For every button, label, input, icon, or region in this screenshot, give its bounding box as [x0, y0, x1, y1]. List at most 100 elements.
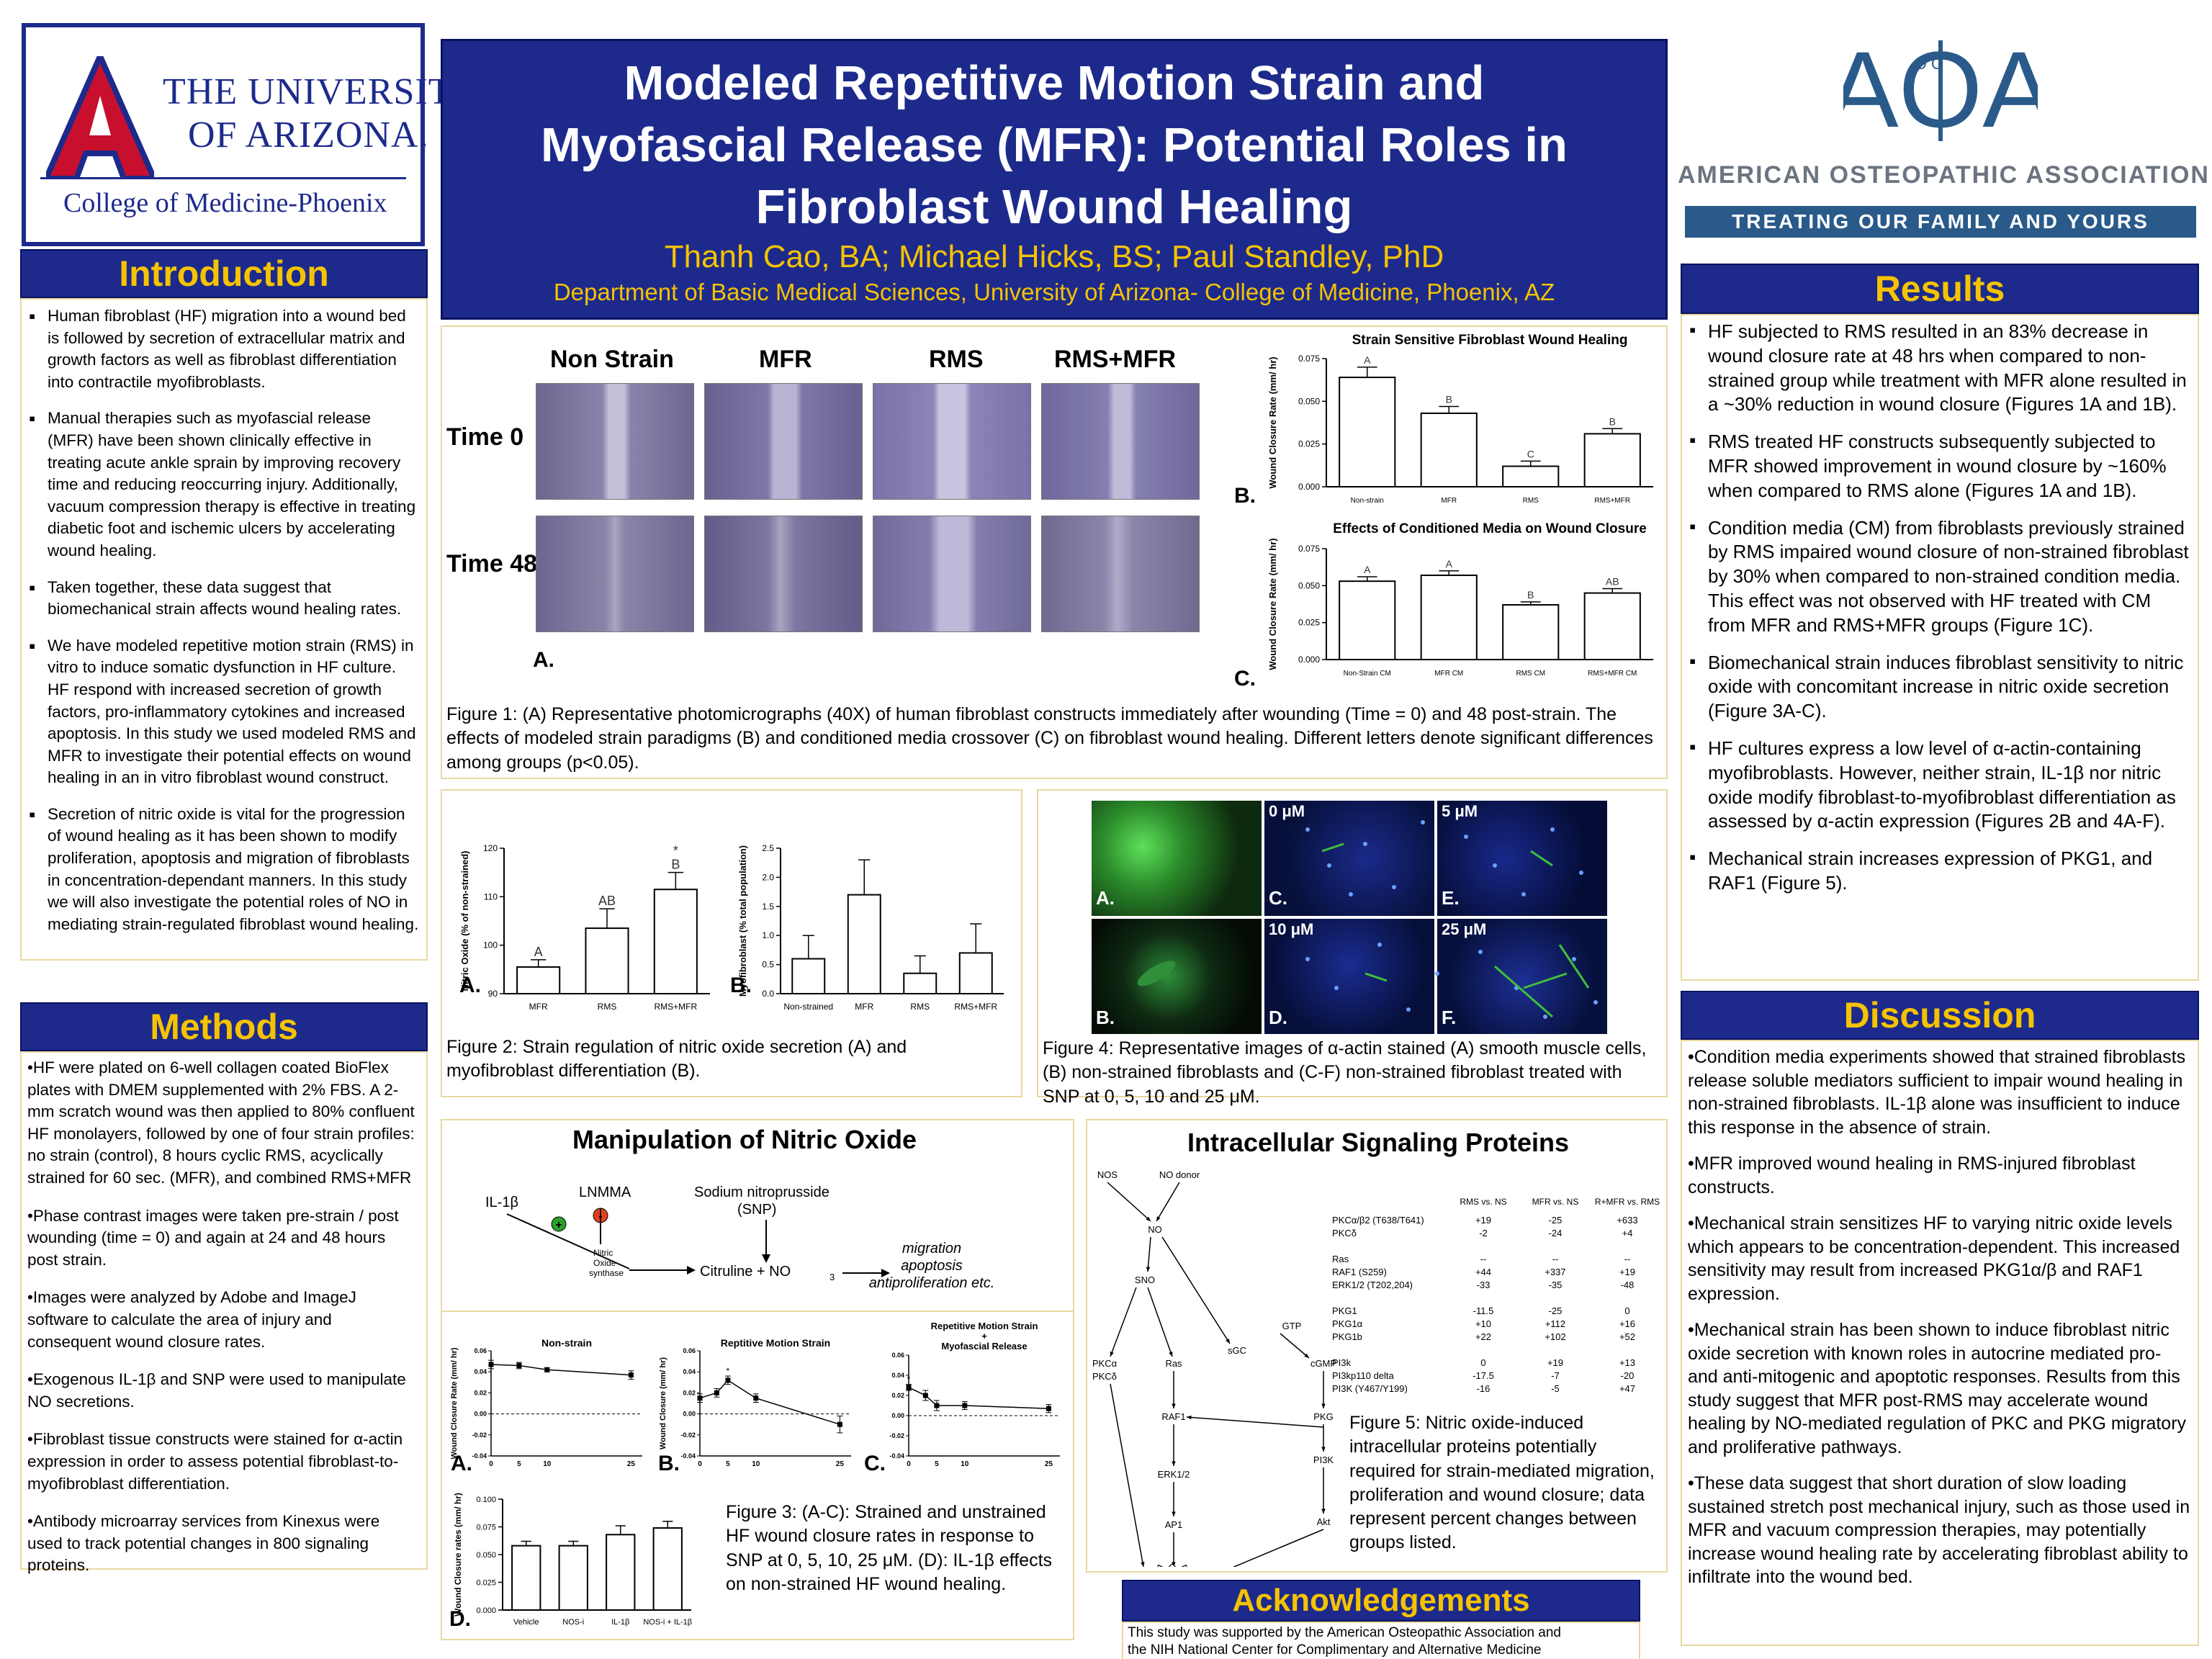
fibroblast-cell — [1137, 961, 1176, 986]
y-tick-label: 0.06 — [474, 1347, 487, 1354]
y-tick-label: 0.025 — [1298, 439, 1320, 449]
data-point — [628, 1372, 634, 1378]
table-header-spacer — [1332, 1197, 1447, 1207]
table-row: PI3kp110 delta-17.5-7-20 — [1332, 1370, 1663, 1382]
table-cell: +633 — [1617, 1215, 1638, 1226]
table-cell: +16 — [1619, 1318, 1636, 1329]
table-cell — [1447, 1240, 1519, 1253]
nucleus-dot — [1305, 827, 1310, 832]
table-cell: PKCδ — [1332, 1228, 1357, 1238]
table-cell — [1447, 1344, 1519, 1357]
alpha-actin-nonstrained-image — [1092, 919, 1262, 1034]
citruline-label: Citruline + NO — [700, 1264, 791, 1280]
table-row — [1332, 1344, 1663, 1357]
actin-fiber — [1530, 850, 1553, 867]
arrowhead — [881, 1269, 890, 1277]
nucleus-dot — [1406, 1007, 1411, 1012]
y-tick-label: 0.075 — [476, 1524, 496, 1532]
y-tick-label: 0.050 — [1298, 396, 1320, 406]
methods-paragraph: •Fibroblast tissue constructs were stain… — [27, 1430, 403, 1493]
node-gtp: GTP — [1282, 1321, 1302, 1331]
table-cell: +44 — [1475, 1267, 1492, 1277]
methods-paragraph: •Antibody microarray services from Kinex… — [27, 1512, 380, 1575]
node-ap1: AP1 — [1165, 1519, 1183, 1530]
x-tick-label: RMS+MFR — [954, 1002, 997, 1012]
methods-paragraph: •Exogenous IL-1β and SNP were used to ma… — [27, 1370, 406, 1411]
arrowhead — [1172, 1403, 1176, 1408]
table-cell: PI3K (Y467/Y199) — [1332, 1383, 1408, 1394]
data-point — [725, 1377, 731, 1383]
arrowhead — [1156, 1216, 1161, 1221]
significance-letter: B — [1609, 415, 1616, 427]
results-bullet: HF cultures express a low level of α-act… — [1688, 735, 2189, 834]
fig3-panel-d-label: D. — [449, 1607, 471, 1631]
acknowledgements-panel: This study was supported by the American… — [1122, 1622, 1640, 1659]
nucleus-dot — [1543, 1015, 1547, 1019]
bar — [606, 1534, 636, 1611]
y-tick-label: 110 — [484, 891, 498, 902]
il1b-label: IL-1β — [485, 1195, 518, 1210]
y-tick-label: 0.050 — [1298, 580, 1320, 590]
micrograph-rms-t48 — [873, 516, 1031, 632]
bar — [653, 889, 698, 994]
actin-fiber — [1558, 944, 1590, 989]
y-axis-label: Wound Closure (mm/ hr) — [659, 1357, 667, 1449]
table-row: PKCδ-2-24+4 — [1332, 1227, 1663, 1240]
y-tick-label: 0.5 — [762, 960, 774, 970]
fig3c-chart: Repetitive Motion Strain+Myofascial Rele… — [889, 1321, 1060, 1468]
table-cell: +19 — [1475, 1215, 1492, 1226]
x-tick-label: 0 — [489, 1460, 493, 1468]
significance-letter: A — [1364, 354, 1371, 366]
nucleus-dot — [1521, 892, 1526, 896]
x-tick-label: 5 — [517, 1460, 521, 1468]
y-tick-label: 100 — [483, 940, 498, 950]
table-cell: -24 — [1548, 1228, 1563, 1238]
x-tick-label: 25 — [836, 1460, 845, 1468]
table-cell: Ras — [1332, 1254, 1349, 1264]
poster-authors: Thanh Cao, BA; Michael Hicks, BS; Paul S… — [664, 239, 1444, 274]
nucleus-dot — [1579, 871, 1583, 875]
table-cell: -- — [1624, 1254, 1631, 1264]
figure2-caption: Figure 2: Strain regulation of nitric ox… — [446, 1037, 907, 1082]
x-tick-label: RMS — [598, 1002, 617, 1012]
table-cell: PKG1α — [1332, 1318, 1363, 1329]
table-header-cell: RMS vs. NS — [1460, 1197, 1507, 1207]
poster-header: Modeled Repetitive Motion Strain and Myo… — [441, 39, 1668, 320]
discussion-paragraph: •Mechanical strain has been shown to ind… — [1688, 1320, 2187, 1457]
y-tick-label: 0.06 — [891, 1352, 904, 1359]
fig3-panel-b-label: B. — [658, 1452, 680, 1475]
outcome-burst — [1157, 1563, 1187, 1567]
data-point — [488, 1362, 494, 1367]
y-tick-label: -0.02 — [889, 1432, 904, 1439]
x-tick-label: RMS — [910, 1002, 930, 1012]
significance-letter: A — [1446, 558, 1453, 570]
fig1-col-header: RMS — [929, 346, 984, 373]
bar — [1502, 465, 1560, 488]
y-tick-label: 0.000 — [1298, 482, 1320, 492]
node-raf1: RAF1 — [1161, 1411, 1185, 1422]
figure1-panel: Non Strain MFR RMS RMS+MFR Time 0 Time 4… — [441, 325, 1668, 779]
x-tick-label: RMS+MFR — [1594, 497, 1630, 505]
y-tick-label: -0.02 — [680, 1431, 696, 1439]
results-bullet: RMS treated HF constructs subsequently s… — [1688, 428, 2189, 503]
figure4-panel: A. B. C. E. D. F. 0 μM 5 μM 10 μM 25 μM … — [1037, 789, 1668, 1107]
actin-fiber — [1364, 972, 1388, 982]
results-title: Results — [1681, 264, 2199, 314]
introduction-list: Human fibroblast (HF) migration into a w… — [27, 304, 419, 935]
nucleus-dot — [1593, 1000, 1598, 1004]
university-logo: THE UNIVERSITY OF ARIZONA. College of Me… — [22, 23, 479, 246]
y-tick-label: 0.02 — [683, 1389, 696, 1396]
figure1-caption: Figure 1: (A) Representative photomicrog… — [446, 704, 1653, 773]
nucleus-dot — [1363, 842, 1367, 846]
poster-title-line2: Myofascial Release (MFR): Potential Role… — [541, 118, 1568, 172]
methods-paragraph: •Images were analyzed by Adobe and Image… — [27, 1288, 356, 1351]
table-cell: -25 — [1548, 1305, 1563, 1316]
nucleus-dot — [1464, 835, 1468, 839]
micrograph-mfr-t0 — [704, 383, 863, 500]
y-tick-label: 0.000 — [476, 1606, 496, 1615]
x-tick-label: NOS-i + IL-1β — [643, 1618, 692, 1627]
